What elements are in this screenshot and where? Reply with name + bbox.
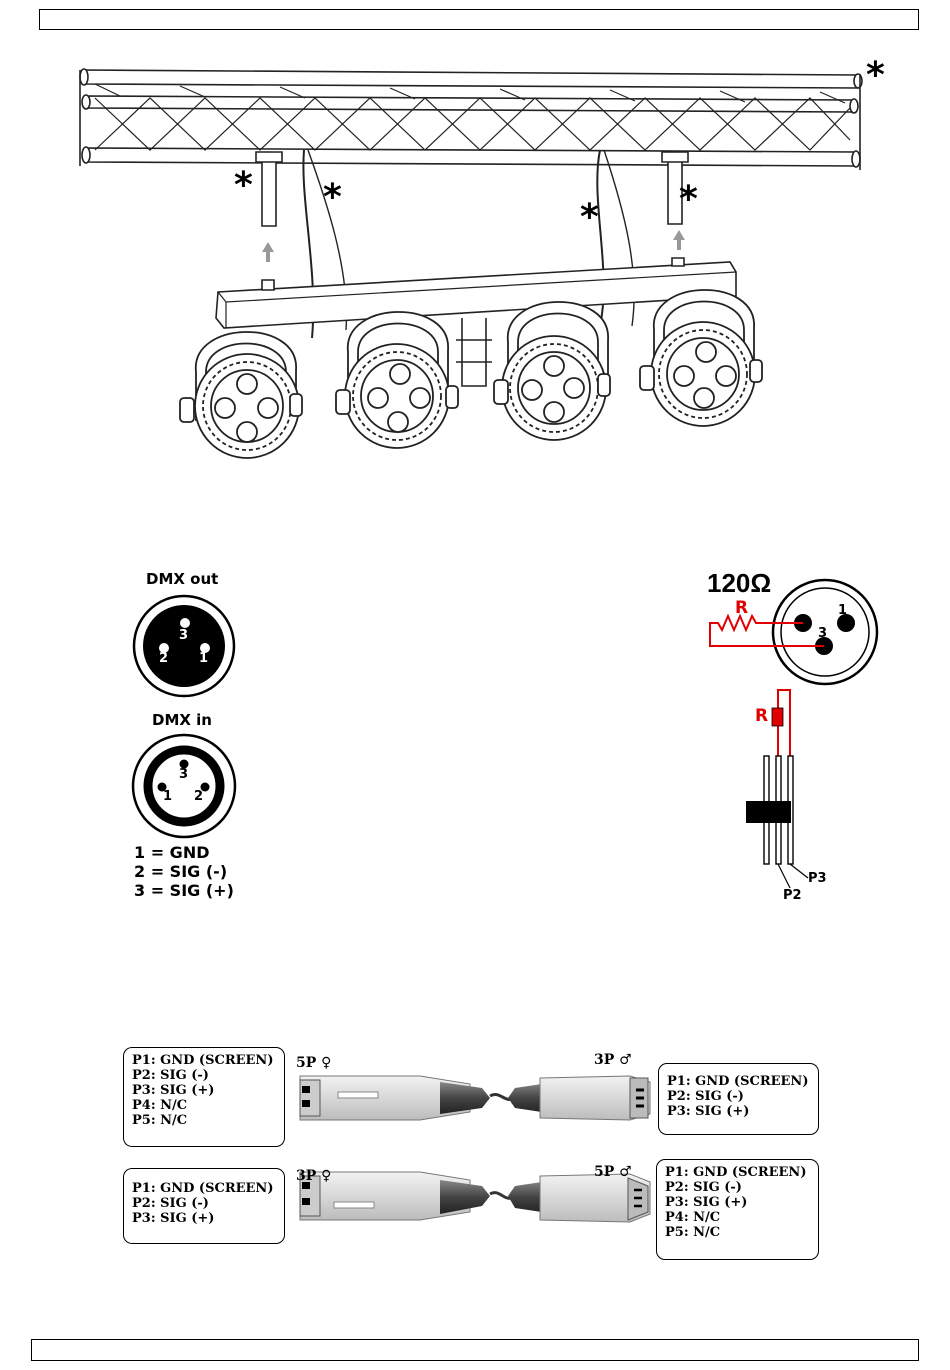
pin-line: P2: SIG (-) (665, 1180, 742, 1195)
pin-line: P1: GND (SCREEN) (132, 1181, 274, 1196)
adapter-2-cable (299, 1171, 651, 1223)
left-clamp (261, 160, 277, 227)
pin-line: P1: GND (SCREEN) (132, 1053, 274, 1068)
pin-line: P3: SIG (+) (132, 1211, 215, 1226)
par-light-4 (639, 289, 763, 427)
terminator-wire-label-p2: P2 (783, 888, 802, 903)
pin-legend-item: 2 = SIG (-) (134, 862, 228, 881)
dmx-out-title: DMX out (146, 570, 219, 588)
marker-asterisk-left-cable: * (323, 177, 342, 218)
pin-line: P5: N/C (132, 1113, 188, 1128)
adapter-1-right-pins: P1: GND (SCREEN) P2: SIG (-) P3: SIG (+) (658, 1063, 819, 1135)
par-light-3 (493, 301, 611, 441)
dmx-in-pin-3: 3 (179, 767, 189, 782)
pin-line: P2: SIG (-) (132, 1196, 209, 1211)
terminator-resistor-label: R (735, 598, 749, 618)
pin-line: P4: N/C (132, 1098, 188, 1113)
adapter-1-left-label: 5P ♀ (296, 1055, 332, 1071)
pin-line: P1: GND (SCREEN) (665, 1165, 807, 1180)
adapter-2-left-pins: P1: GND (SCREEN) P2: SIG (-) P3: SIG (+) (123, 1168, 285, 1244)
adapter-2-right-label: 5P ♂ (594, 1164, 632, 1180)
adapter-2-left-label: 3P ♀ (296, 1168, 332, 1184)
pin-line: P3: SIG (+) (667, 1104, 750, 1119)
header-frame (39, 9, 919, 30)
pin-line: P5: N/C (665, 1225, 721, 1240)
pin-line: P3: SIG (+) (132, 1083, 215, 1098)
safety-cable-right (596, 149, 605, 327)
marker-asterisk-truss: * (866, 55, 885, 96)
pin-line: P2: SIG (-) (132, 1068, 209, 1083)
terminator-resistor-wire (709, 613, 824, 647)
dmx-in-title: DMX in (152, 711, 212, 729)
dmx-in-pin-2: 2 (194, 789, 204, 804)
marker-asterisk-left-clamp: * (234, 165, 253, 206)
terminator-wire-resistor-label: R (755, 706, 769, 726)
adapter-1-cable (299, 1075, 651, 1121)
pin-line: P4: N/C (665, 1210, 721, 1225)
par-light-2 (335, 311, 459, 449)
pin-line: P1: GND (SCREEN) (667, 1074, 809, 1089)
t-bar (215, 261, 737, 329)
dmx-out-pin-2: 2 (159, 651, 169, 666)
pin-legend-item: 3 = SIG (+) (134, 881, 234, 900)
terminator-resistance: 120Ω (707, 568, 772, 598)
footer-frame (31, 1339, 919, 1361)
terminator-wire-label-p3: P3 (808, 871, 827, 886)
lighting-bar-illustration (79, 68, 863, 459)
dmx-out-pin-3: 3 (179, 628, 189, 643)
adapter-1-right-label: 3P ♂ (594, 1052, 632, 1068)
dmx-in-pin-1: 1 (163, 789, 173, 804)
pin-line: P3: SIG (+) (665, 1195, 748, 1210)
stand-pole (461, 318, 487, 387)
adapter-2-right-pins: P1: GND (SCREEN) P2: SIG (-) P3: SIG (+)… (656, 1159, 819, 1260)
pin-line: P2: SIG (-) (667, 1089, 744, 1104)
right-clamp (667, 160, 683, 225)
truss-lattice (94, 83, 851, 151)
terminator-pin-1: 1 (838, 603, 848, 618)
dmx-out-pin-1: 1 (199, 651, 209, 666)
terminator-pin-2: 2 (797, 603, 807, 618)
up-arrow-left (262, 242, 274, 262)
marker-asterisk-right-clamp: * (679, 179, 698, 220)
up-arrow-right (673, 230, 685, 250)
pin-legend-item: 1 = GND (134, 843, 210, 862)
marker-asterisk-right-cable: * (580, 197, 599, 238)
par-light-1 (179, 331, 303, 459)
pin-legend: 1 = GND 2 = SIG (-) 3 = SIG (+) (134, 843, 234, 900)
adapter-1-left-pins: P1: GND (SCREEN) P2: SIG (-) P3: SIG (+)… (123, 1047, 285, 1147)
terminator-pin-3: 3 (818, 626, 828, 641)
